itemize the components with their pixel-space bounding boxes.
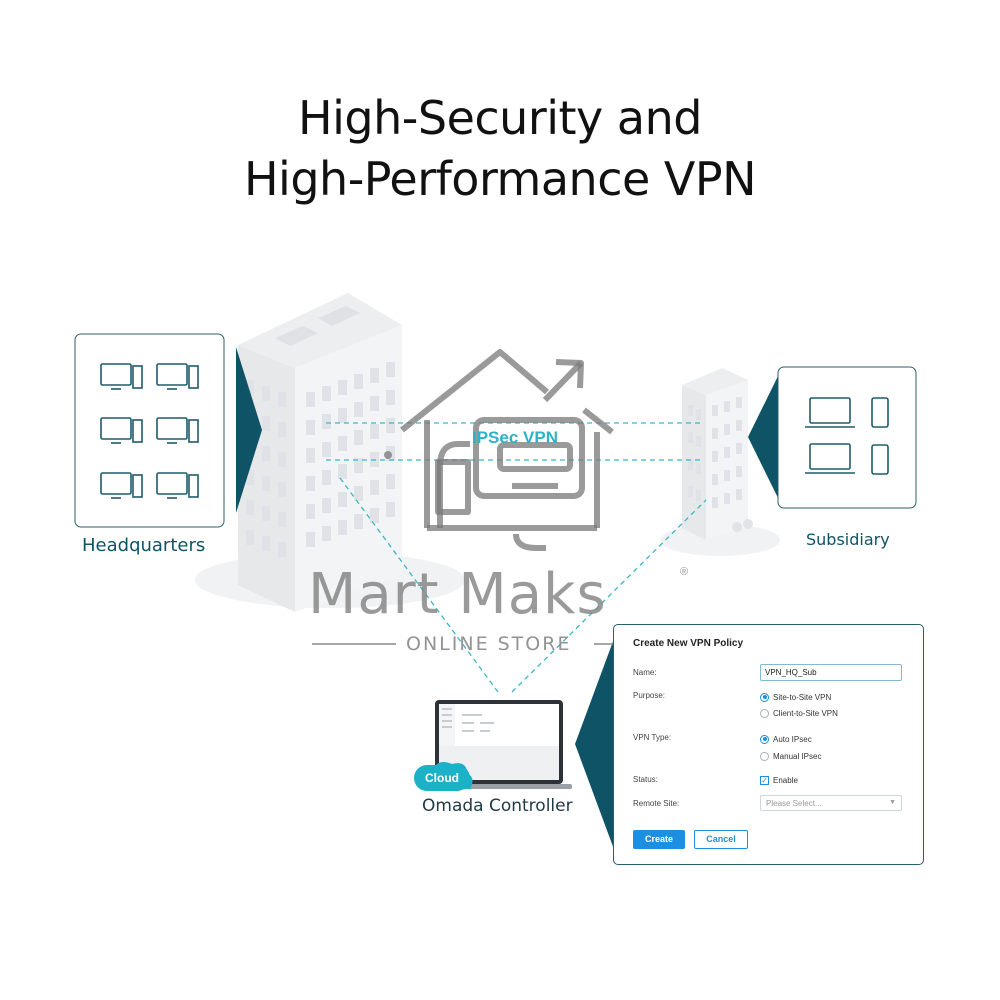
form-pointer bbox=[575, 636, 615, 852]
status-option-label: Enable bbox=[773, 775, 798, 785]
remote-site-label: Remote Site: bbox=[633, 799, 680, 808]
omada-controller-label: Omada Controller bbox=[422, 796, 573, 816]
page-title: High-Security and High-Performance VPN bbox=[0, 88, 1000, 210]
vpn-type-option-label: Manual IPsec bbox=[773, 751, 822, 761]
watermark-store-name: Mart Maks bbox=[308, 562, 607, 627]
title-line-1: High-Security and bbox=[298, 91, 702, 145]
ipsec-vpn-label: IPSec VPN bbox=[472, 428, 558, 447]
status-label: Status: bbox=[633, 775, 658, 784]
vpn-type-label: VPN Type: bbox=[633, 733, 672, 742]
name-label: Name: bbox=[633, 668, 657, 677]
status-enable-checkbox[interactable]: ✓ Enable bbox=[760, 774, 798, 786]
purpose-option-client-to-site[interactable]: Client-to-Site VPN bbox=[760, 707, 838, 719]
vpn-type-option-manual[interactable]: Manual IPsec bbox=[760, 750, 821, 762]
checkmark-icon[interactable]: ✓ bbox=[760, 775, 769, 785]
radio-selected-icon[interactable] bbox=[760, 692, 769, 702]
create-button[interactable]: Create bbox=[633, 830, 685, 849]
headquarters-label: Headquarters bbox=[82, 535, 206, 556]
house-logo-icon bbox=[400, 349, 614, 551]
watermark-divider-right bbox=[594, 643, 624, 645]
vpn-policy-form: Create New VPN Policy Name: VPN_HQ_Sub P… bbox=[613, 624, 924, 865]
desktop-computer-icon bbox=[100, 363, 199, 499]
vpn-type-option-label: Auto IPsec bbox=[773, 734, 812, 744]
radio-unselected-icon[interactable] bbox=[760, 708, 769, 718]
vpn-type-option-auto[interactable]: Auto IPsec bbox=[760, 733, 812, 745]
cloud-badge: Cloud bbox=[414, 765, 470, 791]
laptop-icon bbox=[805, 397, 855, 474]
remote-site-placeholder: Please Select... bbox=[766, 799, 822, 808]
purpose-option-label: Client-to-Site VPN bbox=[773, 708, 838, 718]
radio-selected-icon[interactable] bbox=[760, 734, 769, 744]
subsidiary-building bbox=[682, 368, 753, 540]
watermark-divider-left bbox=[312, 643, 396, 645]
title-line-2: High-Performance VPN bbox=[243, 152, 757, 206]
name-input[interactable]: VPN_HQ_Sub bbox=[760, 664, 902, 681]
form-title: Create New VPN Policy bbox=[633, 638, 744, 649]
purpose-option-site-to-site[interactable]: Site-to-Site VPN bbox=[760, 691, 831, 703]
purpose-option-label: Site-to-Site VPN bbox=[773, 692, 832, 702]
purpose-label: Purpose: bbox=[633, 691, 666, 700]
chevron-down-icon: ▼ bbox=[889, 799, 896, 806]
radio-unselected-icon[interactable] bbox=[760, 751, 769, 761]
cancel-button[interactable]: Cancel bbox=[694, 830, 748, 849]
subsidiary-label: Subsidiary bbox=[806, 530, 890, 549]
remote-site-select[interactable]: Please Select... ▼ bbox=[760, 795, 902, 811]
subsidiary-device-card bbox=[748, 366, 917, 509]
smartphone-icon bbox=[871, 397, 889, 475]
watermark-registered-mark: ® bbox=[680, 566, 689, 578]
watermark-subtitle: ONLINE STORE bbox=[406, 633, 572, 655]
